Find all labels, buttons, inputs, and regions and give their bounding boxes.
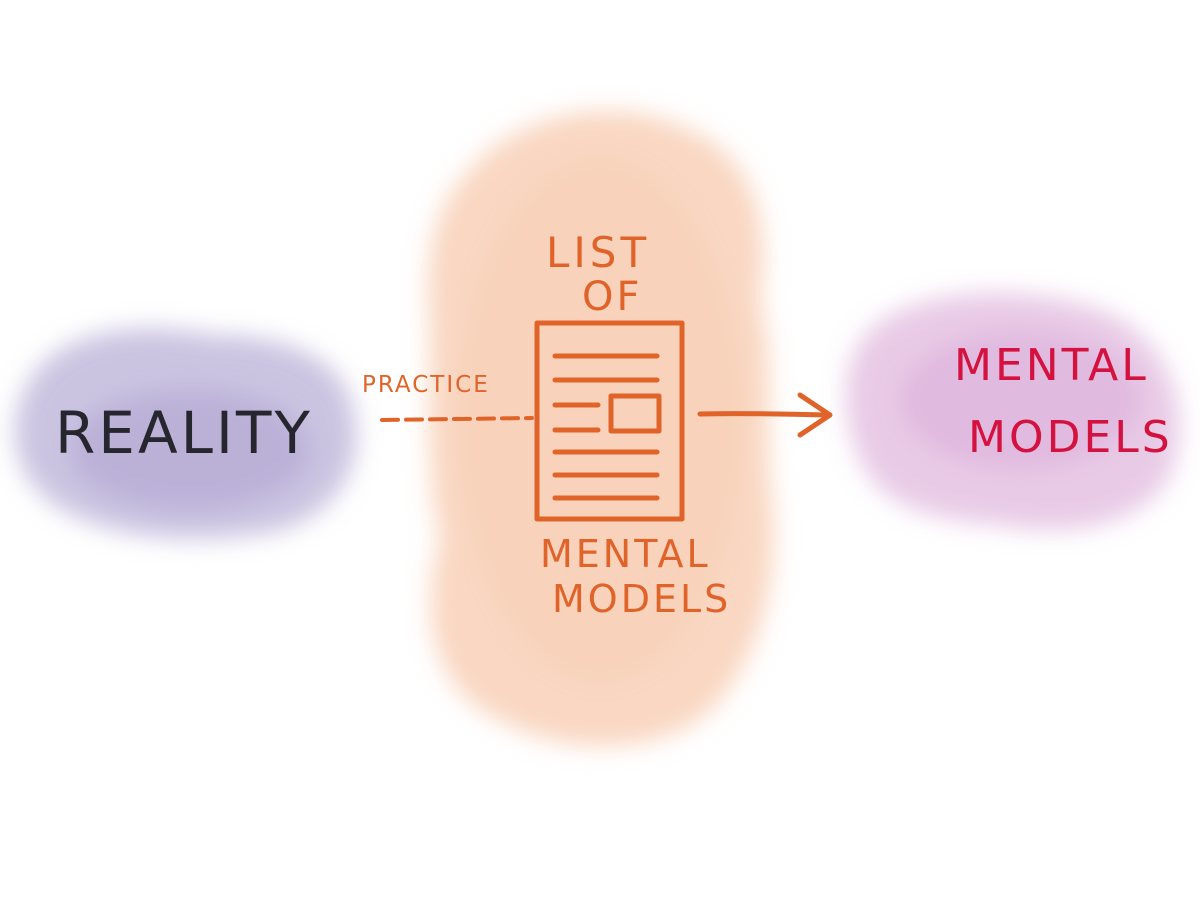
middle-label-bottom-1: MENTAL [540, 532, 711, 576]
reality-label: REALITY [55, 399, 313, 467]
mental-models-label-1: MENTAL [954, 340, 1149, 391]
document-frame [534, 320, 685, 522]
mental-models-cloud-core [900, 330, 1140, 470]
practice-connector: PRACTICE [362, 372, 534, 422]
reality-cloud [15, 328, 357, 539]
middle-cloud-core [460, 160, 740, 680]
document-list-icon [534, 320, 685, 522]
practice-label: PRACTICE [362, 372, 490, 398]
arrow-head [797, 392, 833, 438]
middle-cloud [428, 111, 774, 746]
mental-models-cloud [846, 293, 1180, 530]
mental-models-label-2: MODELS [968, 412, 1173, 463]
practice-dashed-line [380, 416, 534, 422]
middle-label-top-1: LIST [546, 228, 650, 277]
middle-label-top-2: OF [582, 274, 643, 320]
middle-label-bottom-2: MODELS [552, 577, 731, 621]
reality-cloud-core [70, 390, 310, 510]
arrow-shaft [697, 411, 831, 418]
document-image-box [608, 393, 662, 434]
arrow-right-icon [697, 392, 833, 438]
